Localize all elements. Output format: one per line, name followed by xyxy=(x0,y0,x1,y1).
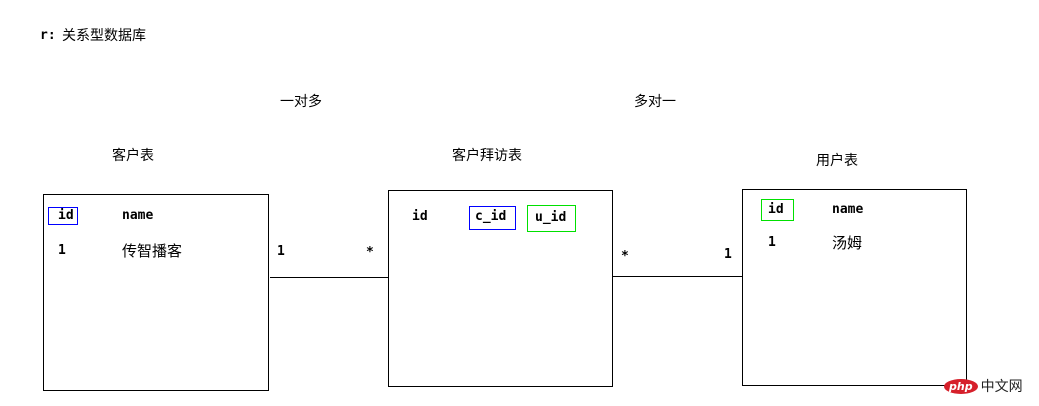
visit-table xyxy=(388,190,613,387)
visit-col-c-id: c_id xyxy=(475,209,507,224)
visit-table-title: 客户拜访表 xyxy=(452,148,522,164)
relation-many-to-one: 多对一 xyxy=(634,94,676,110)
user-id-highlight xyxy=(761,199,794,221)
user-col-name: name xyxy=(832,202,864,217)
customer-col-id: id xyxy=(58,208,74,223)
watermark-logo: php 中文网 xyxy=(944,376,1023,396)
customer-id-highlight xyxy=(48,207,78,225)
card-right-one: 1 xyxy=(724,247,732,262)
customer-table-title: 客户表 xyxy=(112,148,154,164)
user-col-id: id xyxy=(768,202,784,217)
visit-col-id: id xyxy=(412,209,428,224)
user-row-name: 汤姆 xyxy=(832,234,863,252)
relation-one-to-many: 一对多 xyxy=(280,94,322,110)
customer-table xyxy=(43,194,269,391)
title-prefix: r: xyxy=(40,28,56,43)
user-row-id: 1 xyxy=(768,235,776,250)
relation-line-left xyxy=(270,277,388,278)
card-left-many: * xyxy=(366,245,374,260)
customer-row-name: 传智播客 xyxy=(122,242,183,260)
user-table xyxy=(742,189,967,386)
visit-col-u-id: u_id xyxy=(535,210,567,225)
customer-col-name: name xyxy=(122,208,154,223)
card-left-one: 1 xyxy=(277,244,285,259)
watermark-text: 中文网 xyxy=(980,379,1023,395)
visit-cid-highlight xyxy=(469,206,516,230)
card-right-many: * xyxy=(621,249,629,264)
user-table-title: 用户表 xyxy=(816,153,858,169)
visit-uid-highlight xyxy=(527,205,576,232)
title: 关系型数据库 xyxy=(62,28,146,44)
customer-row-id: 1 xyxy=(58,243,66,258)
php-logo-icon: php xyxy=(944,378,978,394)
relation-line-right xyxy=(612,276,743,277)
